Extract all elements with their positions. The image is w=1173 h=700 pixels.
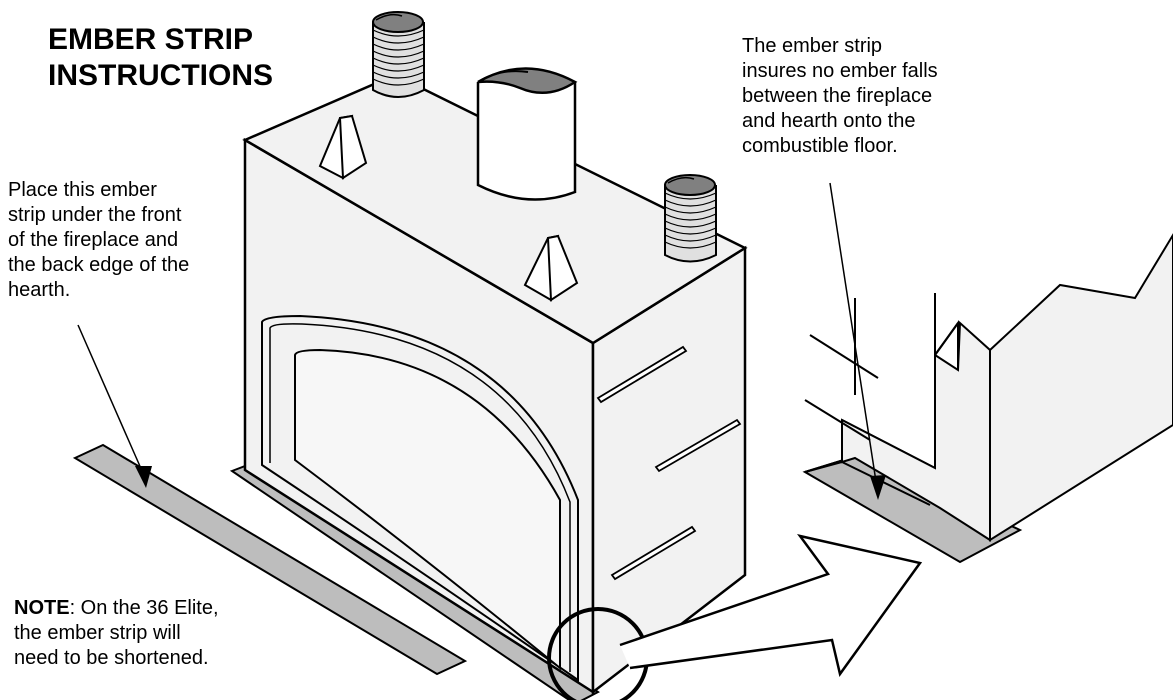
vent-pipe-right [664, 174, 717, 263]
pointer-left [77, 324, 152, 488]
standoff-tab-center [523, 234, 579, 302]
firebox-frame-ridge [269, 323, 571, 672]
callout-right-line: combustible floor. [742, 135, 898, 157]
detail-wall-lines [804, 293, 936, 441]
callout-left-line: Place this ember [8, 179, 157, 201]
fireplace-top-face [242, 73, 748, 345]
pointer-right [829, 182, 886, 500]
callout-left-line: of the fireplace and [8, 229, 179, 251]
note-line-1: NOTE: On the 36 Elite, [14, 596, 314, 621]
callout-left-line: strip under the front [8, 204, 182, 226]
flue-pipe [476, 67, 578, 201]
standoff-tab-left [318, 114, 368, 180]
firebox-opening [294, 348, 561, 671]
note-line-3: need to be shortened. [14, 647, 209, 669]
callout-left-line: the back edge of the [8, 254, 190, 276]
title-line-1: EMBER STRIP [48, 23, 254, 56]
note-text-1: : On the 36 Elite, [69, 597, 219, 619]
side-slot-top [596, 345, 688, 404]
callout-right-line: between the fireplace [742, 85, 933, 107]
note: NOTE: On the 36 Elite, the ember strip w… [14, 596, 314, 671]
title-line-2: INSTRUCTIONS [48, 59, 273, 92]
side-slot-middle [654, 418, 742, 473]
callout-right: The ember strip insures no ember falls b… [742, 34, 1012, 159]
callout-right-line: The ember strip [742, 35, 883, 57]
callout-right-line: insures no ember falls [742, 60, 938, 82]
detail-arrow [619, 534, 923, 677]
ember-strip-loose [72, 443, 468, 676]
note-label: NOTE [14, 597, 70, 619]
callout-left-line: hearth. [8, 279, 71, 301]
vent-pipe-left [372, 11, 425, 98]
side-slot-bottom [610, 525, 697, 581]
callout-right-line: and hearth onto the [742, 110, 916, 132]
note-line-2: the ember strip will [14, 622, 181, 644]
page-title: EMBER STRIP INSTRUCTIONS [48, 22, 273, 94]
detail-hearth-front [841, 320, 991, 542]
callout-left: Place this ember strip under the front o… [8, 178, 248, 303]
detail-hearth-side [989, 233, 1173, 542]
